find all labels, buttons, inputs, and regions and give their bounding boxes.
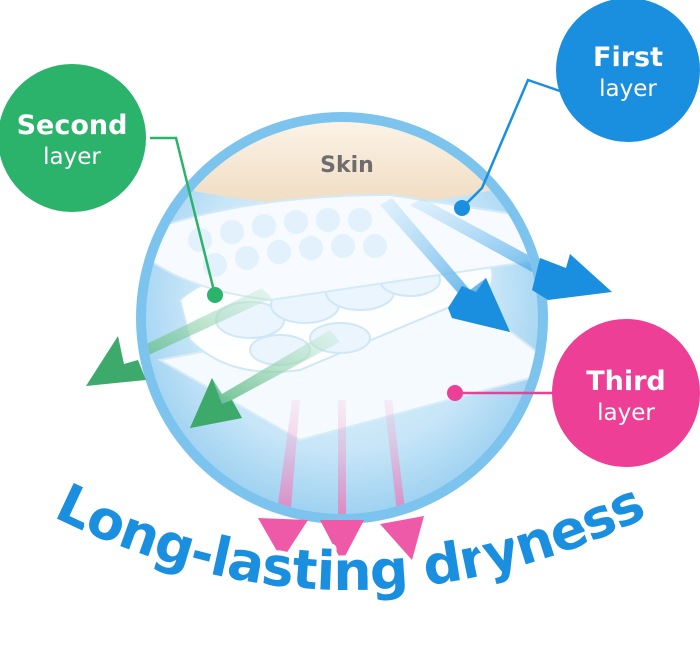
first-layer-leader	[461, 78, 587, 209]
pink-arrows	[258, 400, 424, 514]
second-layer-title: Second	[17, 110, 128, 141]
third-layer-subtitle: layer	[597, 400, 655, 426]
third-layer-dot	[447, 385, 463, 401]
second-layer-dot	[207, 287, 223, 303]
second-layer-bubble: Second layer	[0, 64, 146, 212]
third-layer-bubble: Third layer	[552, 319, 700, 467]
outer-arrow-tips	[86, 254, 612, 562]
third-layer-title: Third	[586, 366, 666, 397]
second-layer-subtitle: layer	[43, 144, 101, 170]
second-layer-leader	[150, 136, 217, 296]
leader-lines	[150, 78, 587, 395]
first-layer-dot	[454, 200, 470, 216]
first-layer-title: First	[593, 42, 663, 73]
skin-label: Skin	[320, 153, 374, 178]
first-layer-bubble: First layer	[556, 0, 700, 142]
first-layer-subtitle: layer	[599, 76, 657, 102]
